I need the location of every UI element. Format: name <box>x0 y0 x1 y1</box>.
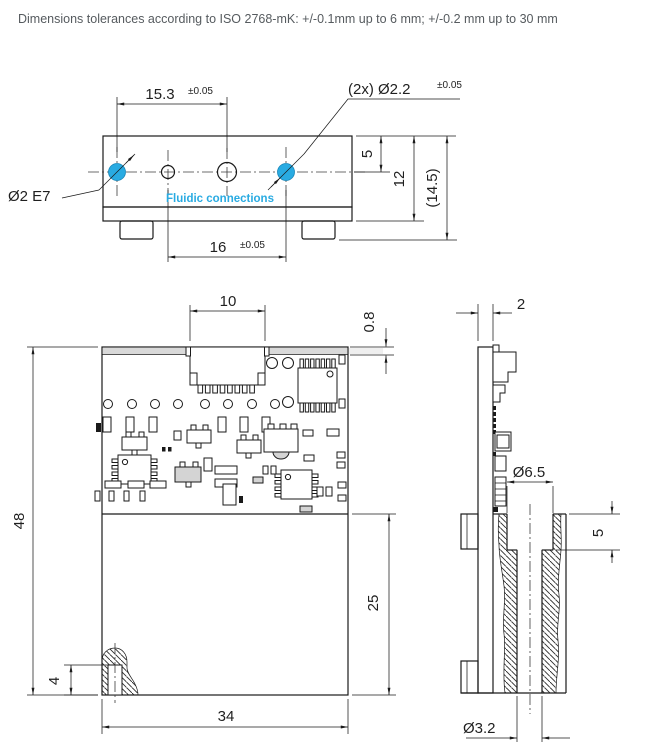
mounting-hole-large <box>216 161 238 183</box>
section-hatch-left <box>497 513 518 694</box>
dim-bore-3-2: Ø3.2 <box>463 720 496 737</box>
gasket-band-ext <box>349 348 383 354</box>
dim-cb-depth-5: 5 <box>590 529 607 537</box>
pcb-edge <box>477 346 494 694</box>
leader-port-callout <box>61 189 100 199</box>
dim-lower-25: 25 <box>365 595 382 612</box>
dim-hole-spacing: 16 <box>210 239 227 256</box>
dim-port-pitch-tol: ±0.05 <box>188 86 213 97</box>
dim-pcb-2: 2 <box>517 296 525 313</box>
dim-width-34: 34 <box>218 708 235 725</box>
dim-port-pitch: 15.3 <box>145 86 174 103</box>
mounting-hole-small <box>160 164 176 180</box>
port-size-callout: Ø2 E7 <box>8 188 51 205</box>
dim-height-12: 12 <box>391 171 408 188</box>
qfp-chip-1 <box>111 454 158 485</box>
qfp-chip-2 <box>274 469 319 500</box>
pcb-components <box>94 354 347 513</box>
front-view: 10 0.8 <box>11 293 396 734</box>
mounting-tab-right <box>301 220 336 240</box>
housing-step <box>102 206 353 222</box>
dim-hole-spacing-tol: ±0.05 <box>240 240 265 251</box>
side-tab-lower <box>460 660 479 694</box>
ic-chip <box>297 358 338 413</box>
fluidic-connections-label: Fluidic connections <box>166 193 274 205</box>
dim-overall-14-5: (14.5) <box>424 168 441 207</box>
hole-callout-tol: ±0.05 <box>437 80 462 91</box>
dim-depth-5: 5 <box>359 150 376 158</box>
dim-port-4: 4 <box>46 677 63 685</box>
sot23-devices <box>121 423 299 488</box>
manifold-body <box>460 504 567 714</box>
component-profiles <box>492 344 517 512</box>
side-tab-upper <box>460 513 479 550</box>
pcb-connector <box>185 346 270 394</box>
port-section <box>101 643 139 703</box>
leader-hole-callout <box>303 98 460 155</box>
dim-connector-10: 10 <box>220 293 237 310</box>
section-hatch-right <box>541 513 562 694</box>
top-view: Ø2 E7 (2x) Ø2.2 ±0.05 15.3 ±0.05 16 ±0.0… <box>8 80 462 262</box>
dim-counterbore-6-5: Ø6.5 <box>513 464 546 481</box>
tolerance-note: Dimensions tolerances according to ISO 2… <box>18 12 558 26</box>
dim-layer-0-8: 0.8 <box>361 312 378 333</box>
dim-height-48: 48 <box>11 513 28 530</box>
mounting-tab-left <box>119 220 154 240</box>
hole-callout: (2x) Ø2.2 <box>348 81 411 98</box>
side-view: 2 <box>456 296 620 742</box>
